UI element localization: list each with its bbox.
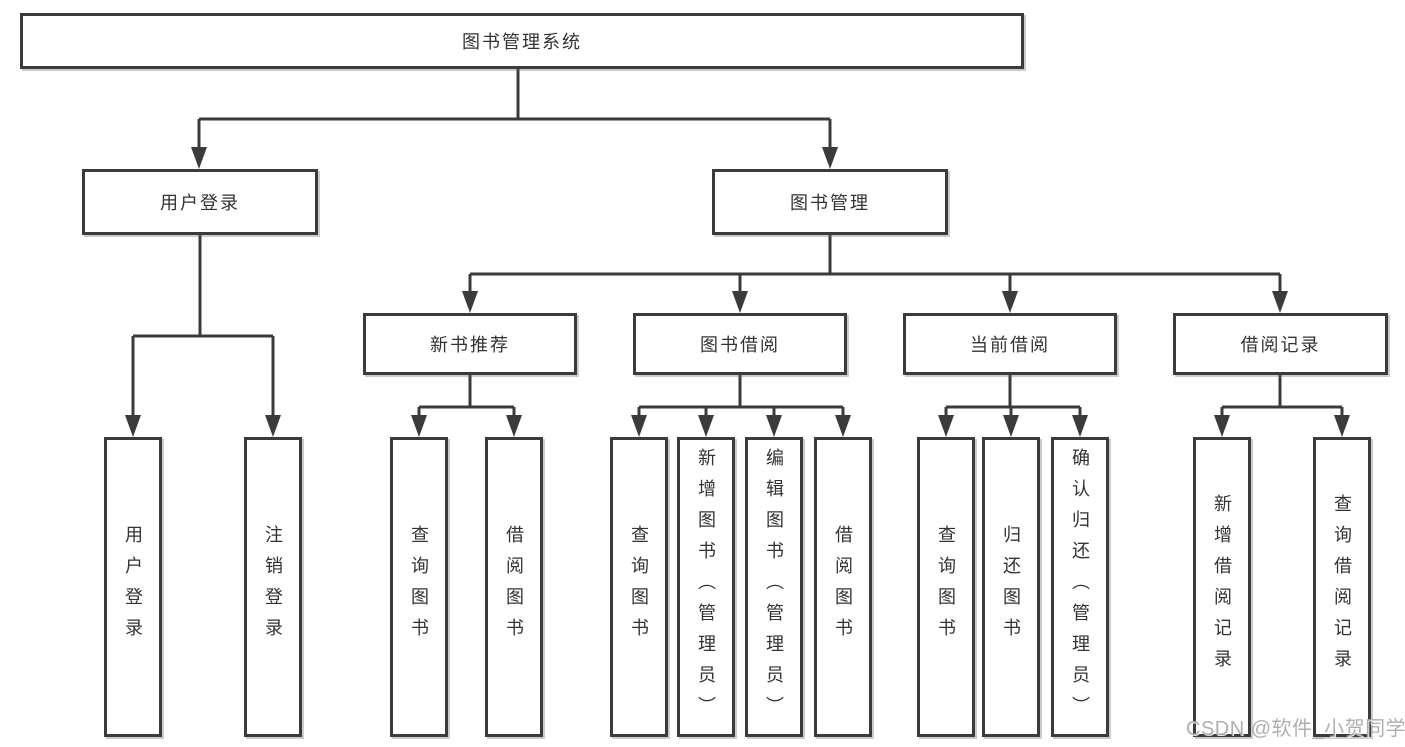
node-book-management: 图书管理	[712, 169, 948, 235]
leaf-records-add-record-label: 新增借阅记录	[1212, 494, 1232, 680]
leaf-logout-label: 注销登录	[263, 525, 283, 649]
leaf-current-query-books-label: 查询图书	[936, 525, 956, 649]
leaf-borrow-query-books: 查询图书	[610, 437, 668, 737]
arrow-down-icon	[506, 415, 522, 437]
arrow-down-icon	[125, 415, 141, 437]
arrow-down-icon	[1002, 291, 1018, 313]
node-user-login-label: 用户登录	[160, 193, 240, 213]
connector-currentborrow-to-leaves	[944, 375, 1082, 418]
connector-bookborrow-to-leaves	[637, 375, 845, 418]
leaf-current-query-books: 查询图书	[917, 437, 975, 737]
arrow-down-icon	[732, 291, 748, 313]
leaf-records-query-record: 查询借阅记录	[1313, 437, 1371, 737]
arrow-down-icon	[1334, 415, 1350, 437]
connector-userlogin-to-leaves	[131, 235, 275, 418]
node-book-management-label: 图书管理	[790, 193, 870, 213]
watermark: CSDN @软件_小贺同学	[1186, 718, 1405, 740]
arrow-down-icon	[1272, 291, 1288, 313]
leaf-borrow-borrow-books-label: 借阅图书	[833, 525, 853, 649]
node-borrow-records: 借阅记录	[1173, 313, 1388, 375]
arrow-down-icon	[698, 415, 714, 437]
node-user-login: 用户登录	[82, 169, 318, 235]
node-book-borrow-label: 图书借阅	[700, 335, 780, 355]
arrow-down-icon	[1072, 415, 1088, 437]
arrow-down-icon	[835, 415, 851, 437]
arrow-down-icon	[1214, 415, 1230, 437]
leaf-borrow-query-books-label: 查询图书	[629, 525, 649, 649]
arrow-down-icon	[822, 147, 838, 169]
connector-bookmgmt-to-level3	[468, 235, 1282, 294]
node-root-label: 图书管理系统	[462, 32, 582, 52]
arrow-down-icon	[1003, 415, 1019, 437]
node-new-book-recommend: 新书推荐	[363, 313, 577, 375]
leaf-newbook-borrow-books-label: 借阅图书	[504, 525, 524, 649]
connector-records-to-leaves	[1220, 375, 1344, 418]
leaf-newbook-query-books: 查询图书	[390, 437, 448, 737]
leaf-user-login-label: 用户登录	[123, 525, 143, 649]
node-borrow-records-label: 借阅记录	[1240, 335, 1321, 355]
leaf-current-return-books-label: 归还图书	[1001, 525, 1021, 649]
connector-newbooks-to-leaves	[417, 375, 516, 418]
arrow-down-icon	[191, 147, 207, 169]
leaf-current-return-books: 归还图书	[982, 437, 1040, 737]
leaf-borrow-add-books-admin-label: 新增图书（管理员）	[696, 447, 716, 727]
leaf-current-confirm-return-admin: 确认归还（管理员）	[1051, 437, 1109, 737]
leaf-user-login: 用户登录	[104, 437, 162, 737]
leaf-borrow-edit-books-admin: 编辑图书（管理员）	[745, 437, 803, 737]
arrow-down-icon	[411, 415, 427, 437]
leaf-borrow-borrow-books: 借阅图书	[814, 437, 872, 737]
arrow-down-icon	[631, 415, 647, 437]
arrow-down-icon	[766, 415, 782, 437]
leaf-borrow-add-books-admin: 新增图书（管理员）	[677, 437, 735, 737]
node-root: 图书管理系统	[20, 13, 1024, 69]
leaf-current-confirm-return-admin-label: 确认归还（管理员）	[1070, 447, 1090, 727]
leaf-records-add-record: 新增借阅记录	[1193, 437, 1251, 737]
leaf-borrow-edit-books-admin-label: 编辑图书（管理员）	[764, 447, 784, 727]
arrow-down-icon	[938, 415, 954, 437]
leaf-newbook-query-books-label: 查询图书	[409, 525, 429, 649]
node-book-borrow: 图书借阅	[633, 313, 847, 375]
node-current-borrow-label: 当前借阅	[970, 335, 1050, 355]
leaf-newbook-borrow-books: 借阅图书	[485, 437, 543, 737]
node-new-book-recommend-label: 新书推荐	[430, 335, 510, 355]
node-current-borrow: 当前借阅	[903, 313, 1117, 375]
arrow-down-icon	[265, 415, 281, 437]
leaf-logout: 注销登录	[244, 437, 302, 737]
leaf-records-query-record-label: 查询借阅记录	[1332, 494, 1352, 680]
connector-root-to-level2	[197, 69, 832, 150]
arrow-down-icon	[462, 291, 478, 313]
